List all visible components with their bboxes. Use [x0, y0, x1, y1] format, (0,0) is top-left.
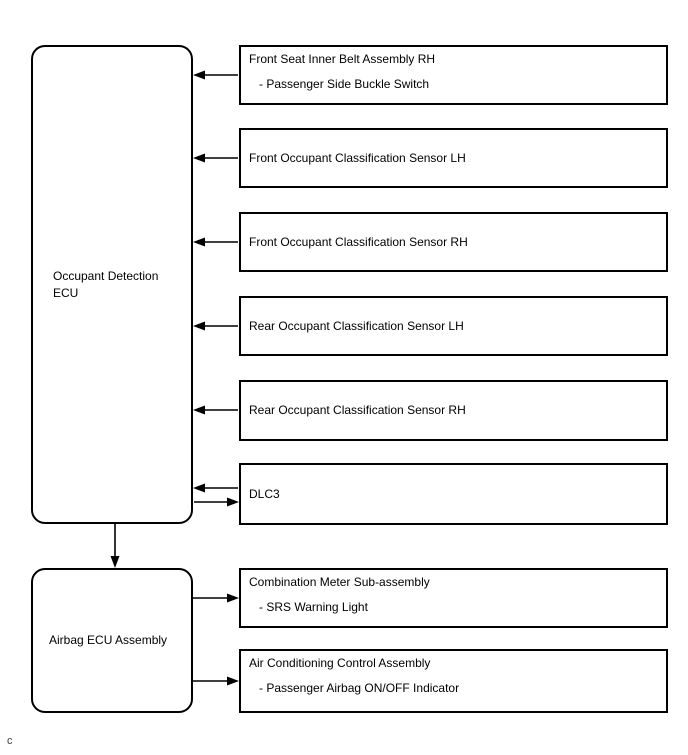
arrow-rear-sensor-lh-to-ecu — [193, 321, 238, 331]
dlc3-box: DLC3 — [239, 463, 668, 525]
rear-occupant-classification-sensor-rh-box: Rear Occupant Classification Sensor RH — [239, 380, 668, 441]
box-title: Front Seat Inner Belt Assembly RH — [249, 52, 436, 66]
arrow-dlc3-to-ecu — [193, 483, 238, 493]
occupant-detection-ecu-label: Occupant Detection ECU — [53, 268, 159, 300]
arrow-airbag-ecu-to-combination-meter — [193, 593, 239, 603]
air-conditioning-control-assembly-box: Air Conditioning Control Assembly - Pass… — [239, 649, 668, 713]
box-title: Rear Occupant Classification Sensor RH — [249, 403, 466, 417]
box-subtitle: - SRS Warning Light — [259, 600, 368, 614]
box-subtitle: - Passenger Airbag ON/OFF Indicator — [259, 681, 460, 695]
box-title: Air Conditioning Control Assembly — [249, 656, 431, 670]
arrow-front-sensor-lh-to-ecu — [193, 153, 238, 163]
occupant-detection-ecu-box: Occupant Detection ECU — [31, 45, 193, 524]
arrow-belt-assembly-to-ecu — [193, 70, 238, 80]
box-title: DLC3 — [249, 486, 280, 501]
box-title: Rear Occupant Classification Sensor LH — [249, 318, 464, 333]
box-title: Combination Meter Sub-assembly — [249, 575, 430, 589]
arrow-airbag-ecu-to-ac-control — [193, 676, 239, 686]
arrow-ecu-to-dlc3 — [194, 497, 239, 507]
front-seat-inner-belt-assembly-box: Front Seat Inner Belt Assembly RH - Pass… — [239, 45, 668, 105]
arrow-front-sensor-rh-to-ecu — [193, 237, 238, 247]
rear-occupant-classification-sensor-lh-box: Rear Occupant Classification Sensor LH — [239, 296, 668, 356]
airbag-ecu-assembly-label: Airbag ECU Assembly — [49, 633, 168, 647]
box-subtitle: - Passenger Side Buckle Switch — [259, 77, 430, 91]
combination-meter-sub-assembly-box: Combination Meter Sub-assembly - SRS War… — [239, 568, 668, 628]
box-title: Front Occupant Classification Sensor RH — [249, 234, 468, 249]
arrow-rear-sensor-rh-to-ecu — [193, 405, 238, 415]
front-occupant-classification-sensor-lh-box: Front Occupant Classification Sensor LH — [239, 128, 668, 188]
arrow-ecu-to-airbag-ecu — [110, 524, 120, 568]
front-occupant-classification-sensor-rh-box: Front Occupant Classification Sensor RH — [239, 212, 668, 272]
airbag-ecu-assembly-box: Airbag ECU Assembly — [31, 568, 193, 713]
footnote-mark: c — [7, 735, 13, 747]
box-title: Front Occupant Classification Sensor LH — [249, 150, 466, 165]
